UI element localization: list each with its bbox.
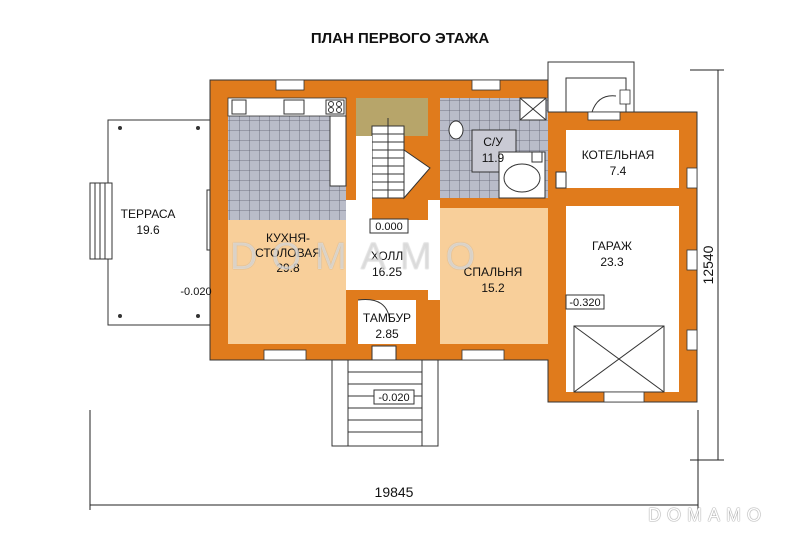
boiler-area: 7.4 xyxy=(610,164,627,178)
boiler-porch xyxy=(547,61,635,113)
watermark-corner: DOMAMO xyxy=(648,505,767,525)
level-marks: 0.000 -0.020 -0.020 -0.320 xyxy=(180,218,605,405)
staircase xyxy=(356,98,431,220)
garage-area: 23.3 xyxy=(600,255,624,269)
bedroom-label: СПАЛЬНЯ xyxy=(464,265,523,279)
hall-area: 16.25 xyxy=(372,265,402,279)
garage-label: ГАРАЖ xyxy=(592,239,632,253)
boiler-label: КОТЕЛЬНАЯ xyxy=(582,148,655,162)
windows xyxy=(263,79,698,403)
bathroom-label: С/У xyxy=(483,135,503,149)
bedroom-area: 15.2 xyxy=(481,281,505,295)
terrace-steps xyxy=(89,182,113,260)
kitchen-label-line2: СТОЛОВАЯ xyxy=(255,246,321,260)
terrace-label: ТЕРРАСА xyxy=(121,207,176,221)
height-dimension: 12540 xyxy=(700,245,716,284)
room-labels: ТЕРРАСА 19.6 КУХНЯ- СТОЛОВАЯ 29.8 ХОЛЛ 1… xyxy=(121,135,655,341)
plan-title: ПЛАН ПЕРВОГО ЭТАЖА xyxy=(310,30,490,47)
kitchen-area: 29.8 xyxy=(276,261,300,275)
vestibule-label: ТАМБУР xyxy=(363,311,411,325)
hall-level: 0.000 xyxy=(375,221,403,233)
entrance-level: -0.020 xyxy=(378,392,409,404)
hall-label: ХОЛЛ xyxy=(371,249,404,263)
width-dimension: 19845 xyxy=(375,484,414,500)
vestibule-room xyxy=(357,298,416,344)
bathroom-room xyxy=(440,97,556,199)
kitchen-label-line1: КУХНЯ- xyxy=(266,231,310,245)
bathroom-area: 11.9 xyxy=(482,151,505,165)
bedroom-room xyxy=(440,208,548,344)
kitchen-room xyxy=(227,97,347,344)
garage-level: -0.320 xyxy=(569,297,600,309)
terrace-level: -0.020 xyxy=(180,286,211,298)
terrace-area: 19.6 xyxy=(136,223,160,237)
watermark-center: DOMAMO xyxy=(230,236,490,278)
dimension-lines xyxy=(89,69,724,510)
vestibule-area: 2.85 xyxy=(375,327,399,341)
boiler-room xyxy=(548,130,679,189)
